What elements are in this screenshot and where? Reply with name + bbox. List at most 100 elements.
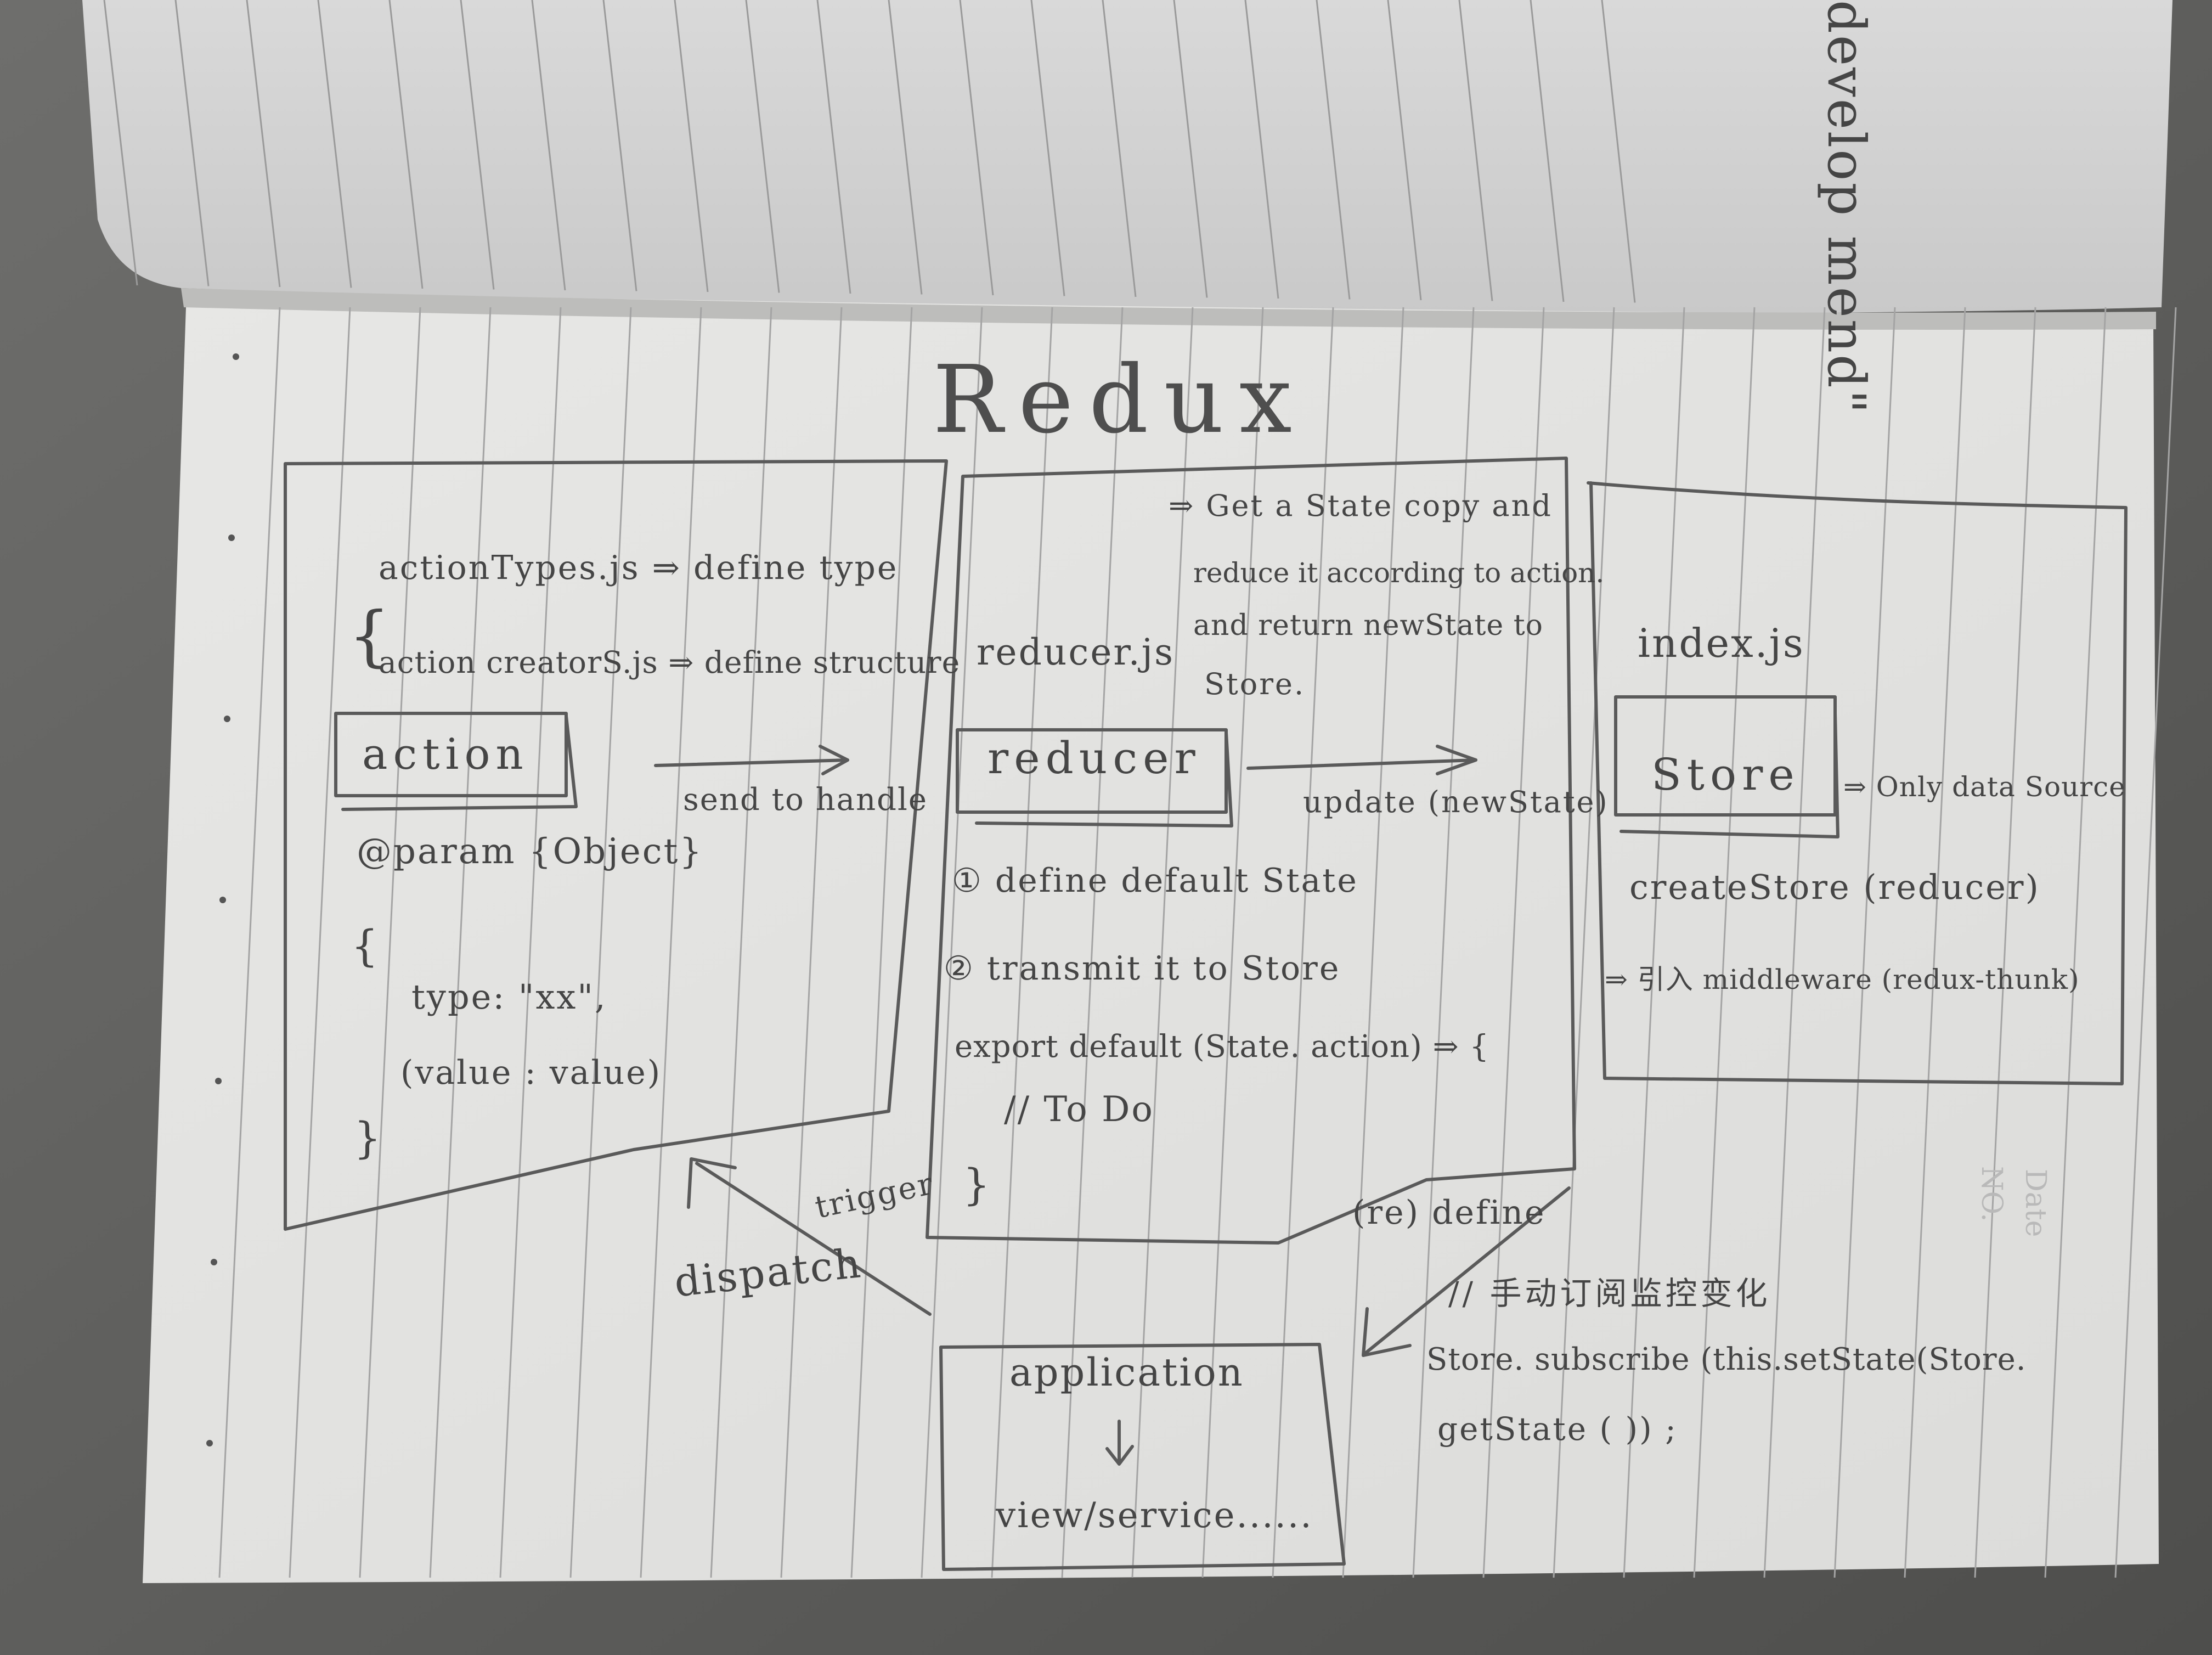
subscribe-comment: // 手动订阅监控变化: [1448, 1275, 1771, 1312]
date-stamp: Date: [2019, 1169, 2052, 1237]
only-data-source: ⇒ Only data Source: [1843, 771, 2126, 803]
top-page-rule: [460, 0, 495, 290]
top-page-rule: [1102, 0, 1137, 297]
update-label: update (newState): [1303, 785, 1609, 819]
top-page-rule: [602, 0, 637, 291]
top-page-rule: [1458, 0, 1493, 301]
margin-dot: [219, 897, 226, 903]
top-page-rule: [745, 0, 780, 293]
page-rule: [1342, 307, 1404, 1578]
pencil-drawing: [284, 457, 2128, 1571]
top-page: [82, 0, 2172, 314]
action-box-label: action: [362, 730, 529, 779]
reducer-note-line-2: reduce it according to action.: [1193, 557, 1605, 589]
page-rule: [1623, 307, 1685, 1578]
right-panel-outline: [1587, 481, 2128, 1085]
page-rule: [569, 307, 632, 1578]
action-creators-line: action creatorS.js ⇒ define structure: [379, 645, 961, 680]
page-rule: [1272, 307, 1334, 1578]
create-store-line: createStore (reducer): [1629, 867, 2040, 907]
margin-dot: [206, 1440, 213, 1446]
page-rule: [2044, 307, 2107, 1578]
number-stamp: NO.: [1975, 1166, 2008, 1222]
page-rule: [710, 307, 772, 1578]
page-rule: [499, 307, 562, 1578]
page-rule: [1693, 307, 1756, 1578]
open-brace: {: [351, 922, 380, 971]
margin-note: develop mend": [1816, 0, 1876, 415]
reducer-todo: // To Do: [1004, 1089, 1154, 1130]
top-page-rule: [674, 0, 709, 292]
page-rule: [1763, 307, 1826, 1578]
reducer-close-brace: }: [963, 1161, 992, 1210]
page-rule: [850, 307, 913, 1578]
middleware-line: ⇒ 引入 middleware (redux-thunk): [1605, 964, 2080, 995]
reducer-step-1: ① define default State: [952, 862, 1358, 900]
view-service-label: view/service......: [996, 1495, 1313, 1536]
top-page-rule: [1601, 0, 1636, 303]
page-rule: [429, 307, 492, 1578]
page-rule: [359, 307, 421, 1578]
type-line: type: "xx",: [411, 977, 607, 1017]
page-rule: [218, 307, 281, 1578]
redefine-label: (re) define: [1352, 1194, 1546, 1232]
reducer-note-line-1: ⇒ Get a State copy and: [1169, 488, 1553, 523]
top-page-rule: [1030, 0, 1065, 296]
close-brace: }: [354, 1114, 383, 1163]
top-page-rule: [103, 0, 138, 286]
subscribe-line-2: getState ( )) ;: [1437, 1410, 1678, 1448]
top-page-rule: [816, 0, 851, 294]
param-line: @param {Object}: [357, 831, 704, 872]
application-box-outline: [939, 1343, 1346, 1571]
page-rule: [1904, 307, 1966, 1578]
margin-dot: [211, 1259, 217, 1265]
top-page-rule: [1316, 0, 1351, 300]
top-page-rule: [531, 0, 566, 291]
page-rule: [1201, 307, 1264, 1578]
page-rule: [1131, 307, 1194, 1578]
margin-dot: [224, 716, 230, 722]
reducer-box-label: reducer: [988, 733, 1201, 784]
brace-mark: {: [348, 598, 392, 674]
reducer-box-outline: [956, 728, 1228, 814]
page-rule: [921, 307, 983, 1578]
page-fold-shadow: [181, 288, 2156, 330]
top-page-rule: [1387, 0, 1422, 301]
middle-panel-outline: [926, 457, 1576, 1245]
page-rule: [1553, 307, 1615, 1578]
page-rule: [1833, 307, 1896, 1578]
page-rule: [640, 307, 702, 1578]
top-page-rule: [1244, 0, 1279, 299]
page-rule: [2114, 307, 2177, 1578]
reducer-file-label: reducer.js: [977, 631, 1175, 673]
page-rule: [1412, 307, 1475, 1578]
margin-dot: [228, 534, 235, 541]
page-rule: [1061, 307, 1124, 1578]
left-panel-outline: [284, 459, 948, 1231]
action-box-outline: [334, 712, 568, 797]
margin-dot: [233, 353, 239, 360]
application-label: application: [1009, 1350, 1244, 1395]
store-box-label: Store: [1651, 749, 1800, 800]
page-rule: [991, 307, 1053, 1578]
subscribe-line-1: Store. subscribe (this.setState(Store.: [1426, 1342, 2027, 1377]
reducer-step-2: ② transmit it to Store: [944, 949, 1341, 988]
page-rule: [1974, 307, 2036, 1578]
index-file-label: index.js: [1638, 620, 1805, 666]
page-rule: [1482, 307, 1545, 1578]
value-line: (value : value): [400, 1054, 662, 1092]
page-rule: [780, 307, 843, 1578]
reducer-note-line-4: Store.: [1204, 667, 1306, 701]
top-page-rule: [1173, 0, 1208, 298]
top-page-rule: [174, 0, 210, 286]
page-rule: [289, 307, 351, 1578]
reducer-note-line-3: and return newState to: [1193, 609, 1543, 642]
send-to-handle-label: send to handle: [683, 782, 928, 818]
page-title: Redux: [933, 346, 1307, 454]
top-page-rule: [246, 0, 281, 288]
notebook-page: [143, 291, 2159, 1583]
top-page-rule: [388, 0, 424, 289]
margin-dot: [215, 1078, 222, 1084]
